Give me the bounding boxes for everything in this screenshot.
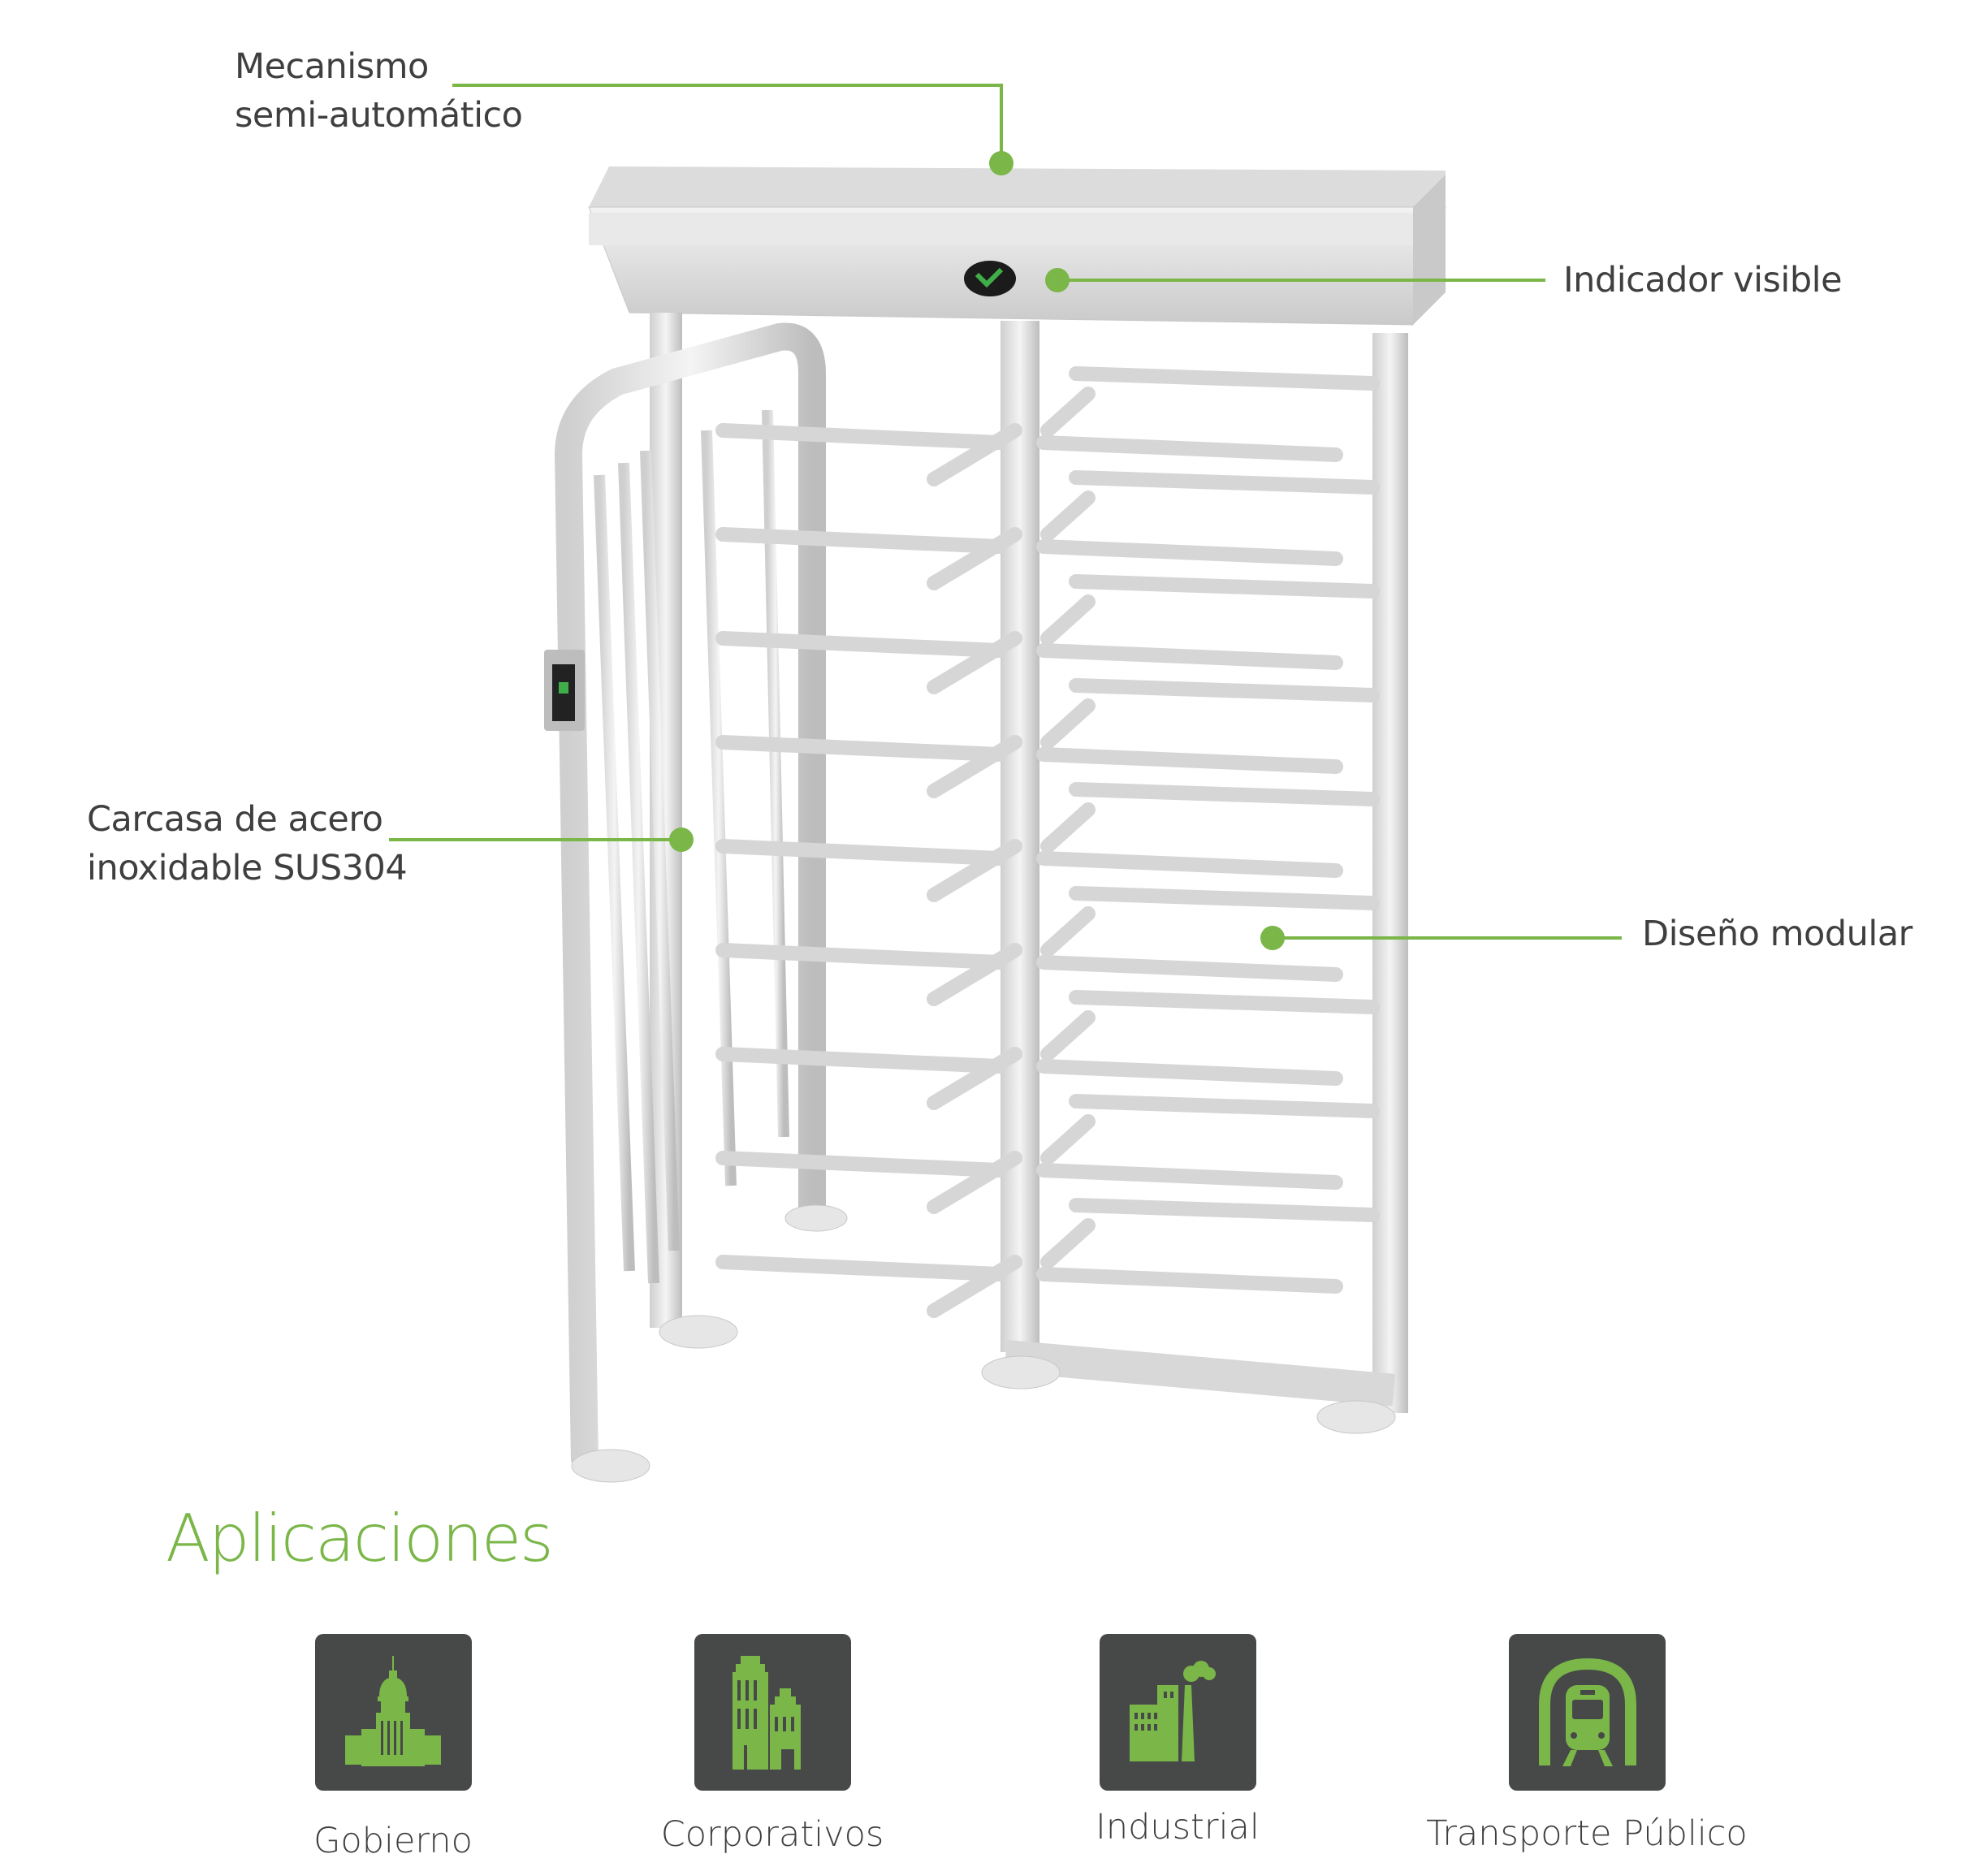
turnstile-bar [715,631,1006,658]
app-corporate [694,1634,851,1791]
turnstile-bar [927,423,1022,486]
turnstile-bar [1040,698,1096,750]
callout-housing-line2: inoxidable SUS304 [87,848,408,888]
turnstile-bar [1069,366,1380,391]
government-building-icon [344,1655,441,1766]
turnstile-bar [1040,1010,1096,1061]
turnstile-bar [927,631,1022,694]
office-buildings-icon [732,1655,801,1770]
turnstile-bar [715,943,1006,970]
turnstile-bar [927,943,1022,1006]
callout-indicator-label: Indicador visible [1563,260,1843,300]
callout-housing-line1: Carcasa de acero [87,799,383,840]
turnstile-bar [927,527,1022,590]
turnstile-bar [1036,539,1343,566]
turnstile-bar [927,1151,1022,1214]
turnstile-bar [1036,643,1343,670]
turnstile-bar [1069,678,1380,702]
turnstile-bar [1036,1163,1343,1190]
turnstile-bar [1036,955,1343,982]
turnstile-bar [715,839,1006,866]
turnstile-bar [715,1151,1006,1178]
turnstile-bar [1040,387,1096,438]
callout-dot-housing [669,828,694,852]
turnstile-bar [1036,1059,1343,1086]
callout-lines [389,84,1622,940]
turnstile-bar [927,1047,1022,1110]
turnstile-bar [1069,1094,1380,1118]
app-government [315,1634,472,1791]
turnstile-bar [715,1255,1006,1281]
callout-modular-label: Diseño modular [1642,914,1912,954]
app-label-corporate: Corporativos [660,1814,884,1855]
turnstile-bar [1040,491,1096,542]
turnstile-illustration [389,84,1622,1483]
callout-dot-indicator [1045,268,1070,292]
turnstile-bar [1036,1267,1343,1294]
train-tunnel-icon [1538,1657,1636,1766]
turnstile-bar [1069,1198,1380,1222]
factory-icon [1129,1660,1216,1761]
callout-indicator: Indicador visible [1563,256,1843,305]
callout-dot-modular [1260,926,1285,950]
callout-housing: Carcasa de acero inoxidable SUS304 [87,795,408,892]
turnstile-bar [1036,435,1343,462]
turnstile-bar [1069,782,1380,806]
turnstile-bar [715,527,1006,554]
callout-mechanism-line1: Mecanismo [235,46,429,87]
callout-dot-mechanism [989,151,1013,175]
turnstile-bar [927,735,1022,798]
turnstile-bar [1069,886,1380,910]
turnstile-bar [1036,747,1343,774]
turnstile-bar [715,735,1006,762]
turnstile-bar [927,1255,1022,1318]
turnstile-bar [1069,470,1380,495]
app-transport [1509,1634,1666,1791]
turnstile-bar [1040,594,1096,646]
turnstile [544,166,1446,1483]
app-label-government: Gobierno [313,1821,473,1861]
turnstile-bar [1040,1218,1096,1269]
turnstile-bar [1069,574,1380,599]
app-label-industrial: Industrial [1096,1807,1260,1848]
turnstile-bar [1040,906,1096,957]
callout-mechanism: Mecanismo semi-automático [235,42,523,140]
applications-title: Aplicaciones [166,1501,554,1576]
callout-modular: Diseño modular [1642,910,1912,958]
turnstile-bar [715,423,1006,450]
turnstile-bar [1040,802,1096,854]
turnstile-bar [1069,990,1380,1014]
turnstile-bar [1040,1114,1096,1165]
turnstile-bar [715,1047,1006,1074]
callout-mechanism-line2: semi-automático [235,95,523,136]
turnstile-bar [1036,851,1343,878]
app-label-transport: Transporte Público [1426,1813,1748,1854]
turnstile-bar [927,839,1022,902]
app-industrial [1100,1634,1256,1791]
